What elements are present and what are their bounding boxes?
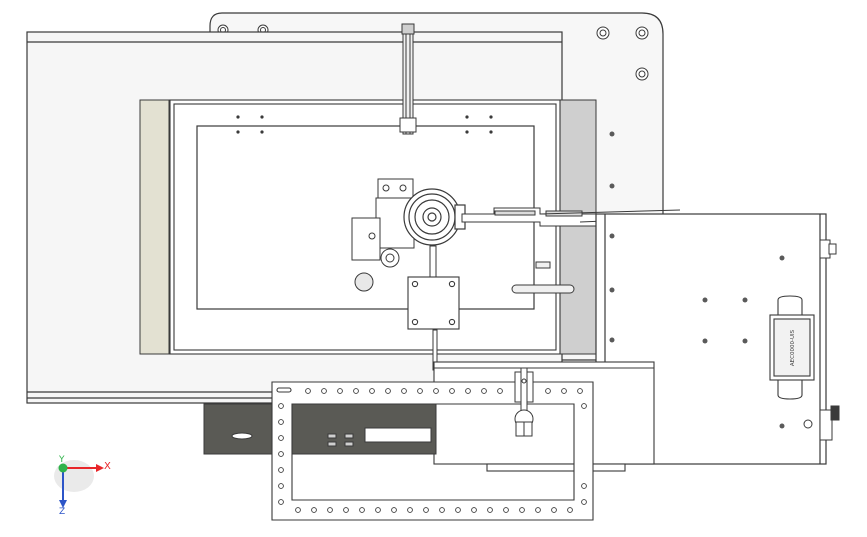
perforated-bottom-plate: [271, 381, 594, 521]
center-clamp: [514, 367, 534, 437]
vertical-pusher-rod: [399, 23, 417, 135]
plate-perforations: [278, 388, 587, 513]
triad-x-label: X: [104, 461, 111, 472]
side-pin: [511, 261, 575, 294]
triad-y-label: Y: [58, 455, 65, 465]
dark-base-bar: [203, 403, 437, 455]
transformer-unit: [769, 295, 815, 400]
left-guide-strip: [139, 99, 170, 355]
triad-z-label: Z: [59, 507, 65, 517]
tray-mount-dots: [236, 115, 493, 134]
right-guide-strip: [559, 99, 597, 355]
drive-wheel: [403, 188, 466, 246]
axis-triad: [54, 460, 104, 508]
connector-studs: [803, 239, 840, 441]
label-plate-text: AEC0000-UIS: [790, 329, 796, 366]
lower-frame-box: [433, 361, 655, 472]
square-mount-plate: [407, 276, 460, 330]
housing-dots: [609, 131, 785, 429]
